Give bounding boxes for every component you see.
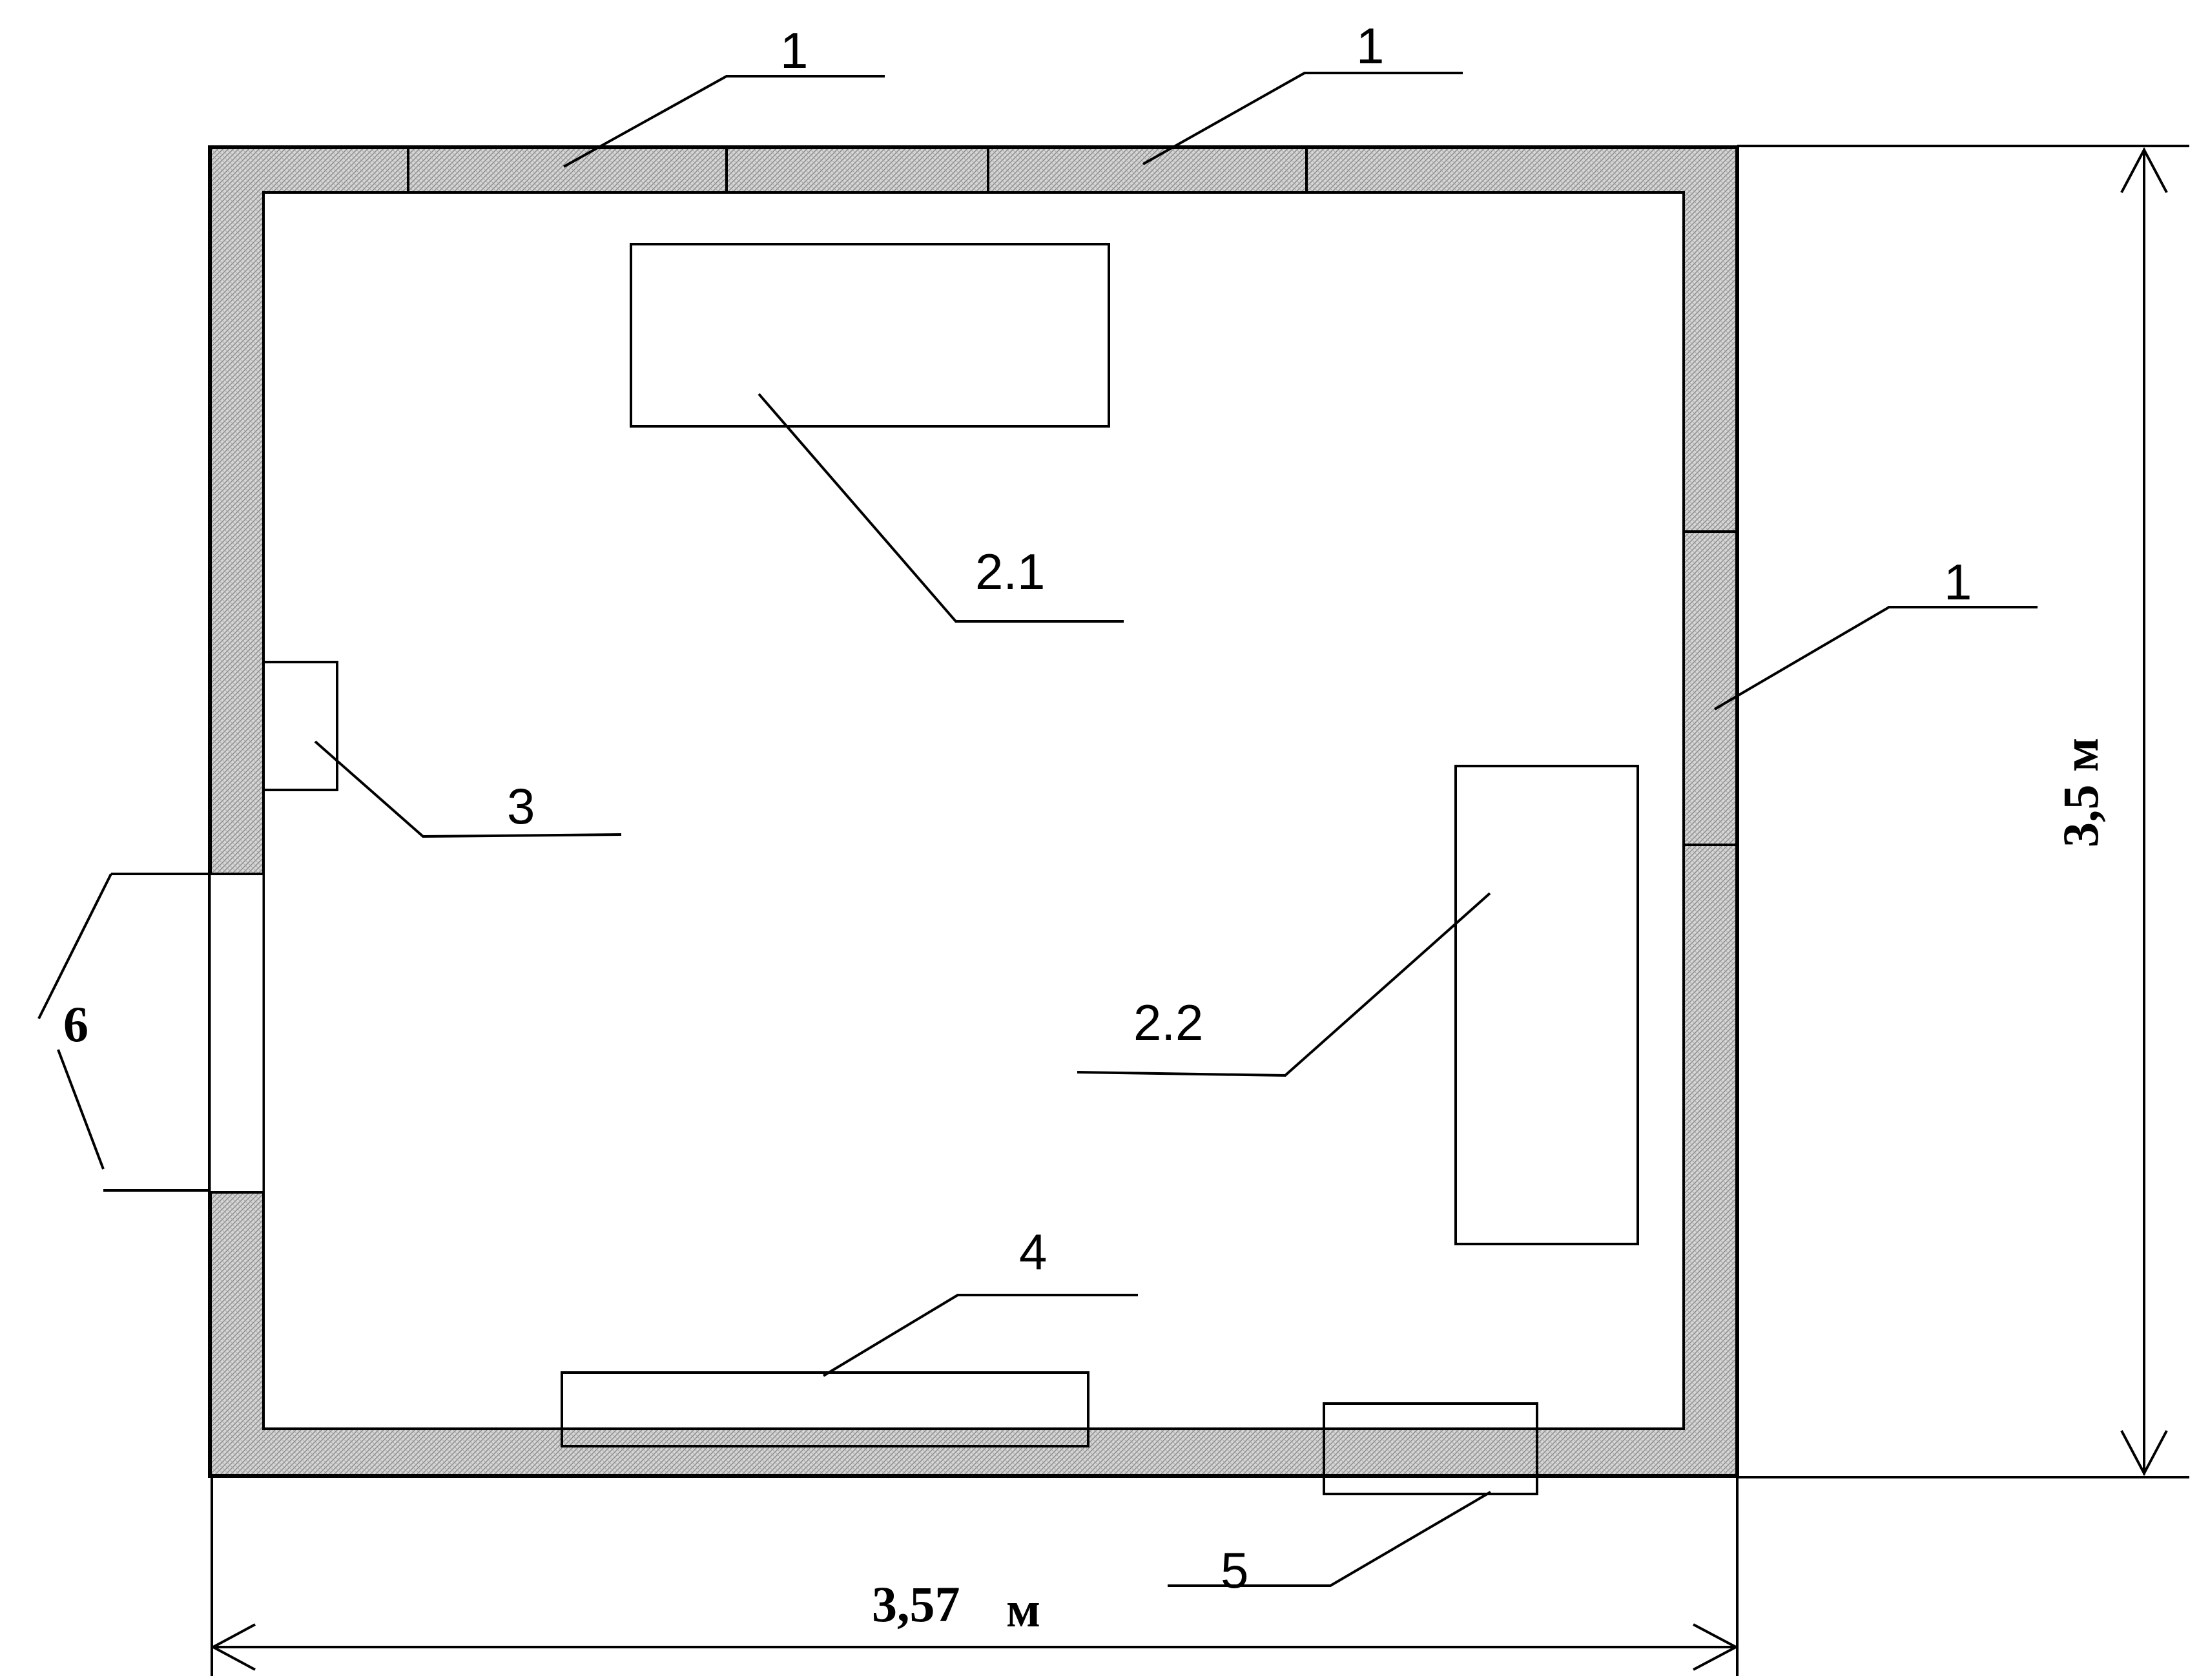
dimension-width-value: 3,57 (872, 1576, 960, 1632)
label-window-right: 1 (1944, 554, 1972, 610)
label-table-2-1: 2.1 (975, 543, 1045, 600)
table-2-2 (1454, 765, 1639, 1245)
cabinet-3 (262, 661, 338, 791)
window-right (1682, 530, 1739, 846)
table-2-1 (630, 243, 1110, 428)
label-shelf-4: 4 (1019, 1223, 1047, 1280)
label-radiator-5: 5 (1221, 1542, 1248, 1599)
label-window-top-right: 1 (1356, 17, 1384, 74)
label-cabinet-3: 3 (507, 778, 535, 835)
dimension-width-unit: м (1006, 1581, 1040, 1637)
dimension-height-value: 3,5 м (2052, 738, 2109, 847)
window-top-right (987, 146, 1308, 194)
window-top-left (407, 146, 728, 194)
dimension-height (1737, 145, 2189, 1478)
radiator-5 (1323, 1402, 1538, 1495)
label-door-6: 6 (63, 996, 88, 1052)
door-opening (209, 873, 265, 1194)
room-walls (208, 145, 1739, 1478)
shelf-4 (561, 1371, 1089, 1447)
dimension-width (210, 1476, 1739, 1676)
leaders (37, 72, 2038, 1587)
label-table-2-2: 2.2 (1133, 994, 1203, 1051)
label-window-top-left: 1 (780, 22, 808, 79)
